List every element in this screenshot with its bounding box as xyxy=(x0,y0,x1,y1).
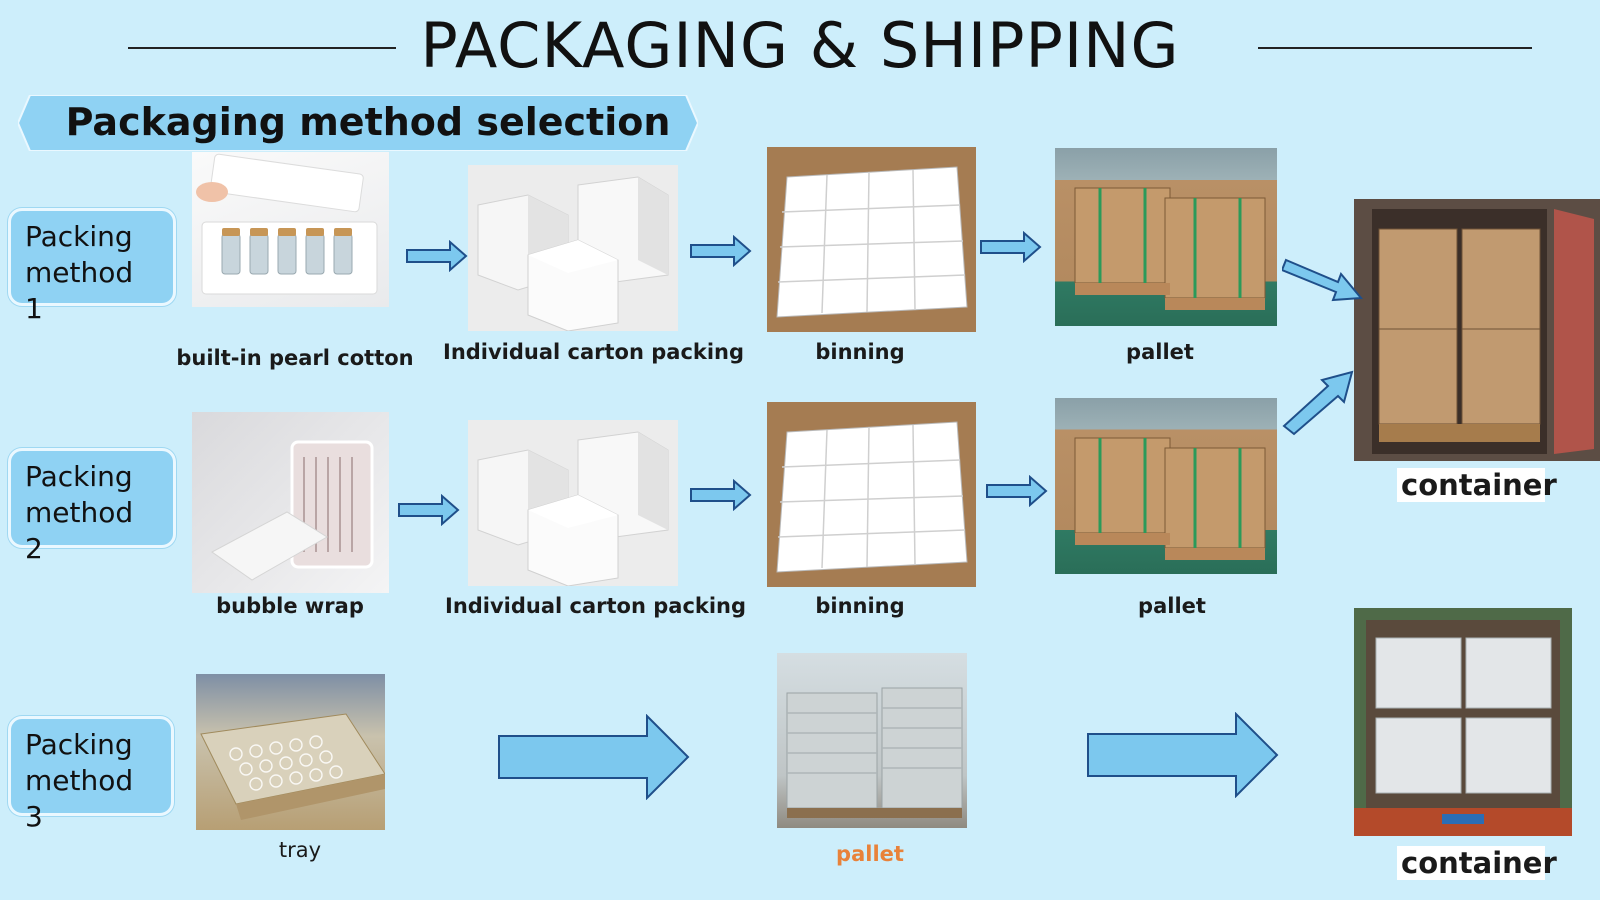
method-3-line-1: Packing xyxy=(25,728,133,761)
caption-container-top: container xyxy=(1397,468,1557,502)
section-banner: Packaging method selection xyxy=(18,95,698,151)
caption-individual-carton-1: Individual carton packing xyxy=(443,340,745,364)
section-banner-text: Packaging method selection xyxy=(65,100,671,144)
carton-boxes-image xyxy=(468,165,678,331)
method-2-line-2: method 2 xyxy=(25,496,134,565)
pallet-wrapped-image xyxy=(777,653,967,828)
caption-pallet-1: pallet xyxy=(1126,340,1194,364)
packing-method-2-label: Packing method 2 xyxy=(8,448,176,565)
caption-individual-carton-2: Individual carton packing xyxy=(445,594,747,618)
title-rule-right xyxy=(1258,47,1532,49)
arrow-right-icon xyxy=(986,475,1048,507)
arrow-right-icon xyxy=(398,494,460,526)
packing-method-3-label: Packing method 3 xyxy=(8,716,174,833)
arrow-right-icon xyxy=(690,235,752,267)
caption-container-bottom: container xyxy=(1397,846,1557,880)
title-rule-left xyxy=(128,47,396,49)
caption-binning-1: binning xyxy=(815,340,905,364)
page-title: PACKAGING & SHIPPING xyxy=(420,9,1180,82)
caption-binning-2: binning xyxy=(815,594,905,618)
arrow-right-icon xyxy=(980,231,1042,263)
caption-pallet-2: pallet xyxy=(1138,594,1206,618)
method-1-line-2: method 1 xyxy=(25,256,134,325)
pallet-image-1 xyxy=(1055,148,1277,326)
carton-boxes-image-2 xyxy=(468,420,678,586)
arrow-right-icon xyxy=(406,240,468,272)
arrow-diagonal-up-icon xyxy=(1282,370,1354,436)
arrow-right-icon xyxy=(1087,712,1279,798)
bubble-wrap-image xyxy=(192,412,389,593)
binning-image xyxy=(767,147,976,332)
caption-bubble-wrap: bubble wrap xyxy=(216,594,364,618)
method-3-line-2: method 3 xyxy=(25,764,134,833)
pallet-image-2 xyxy=(1055,398,1277,574)
container-image-top xyxy=(1354,199,1600,461)
arrow-diagonal-down-icon xyxy=(1282,258,1364,302)
tray-image xyxy=(196,674,385,830)
method-2-line-1: Packing xyxy=(25,460,133,493)
arrow-right-icon xyxy=(498,714,690,800)
binning-image-2 xyxy=(767,402,976,587)
container-image-bottom xyxy=(1354,608,1572,836)
method-1-line-1: Packing xyxy=(25,220,133,253)
packing-method-1-label: Packing method 1 xyxy=(8,208,176,325)
arrow-right-icon xyxy=(690,479,752,511)
caption-pearl-cotton: built-in pearl cotton xyxy=(176,346,414,370)
caption-tray: tray xyxy=(278,838,322,862)
caption-pallet-3: pallet xyxy=(836,842,904,866)
pearl-cotton-image xyxy=(192,152,389,307)
